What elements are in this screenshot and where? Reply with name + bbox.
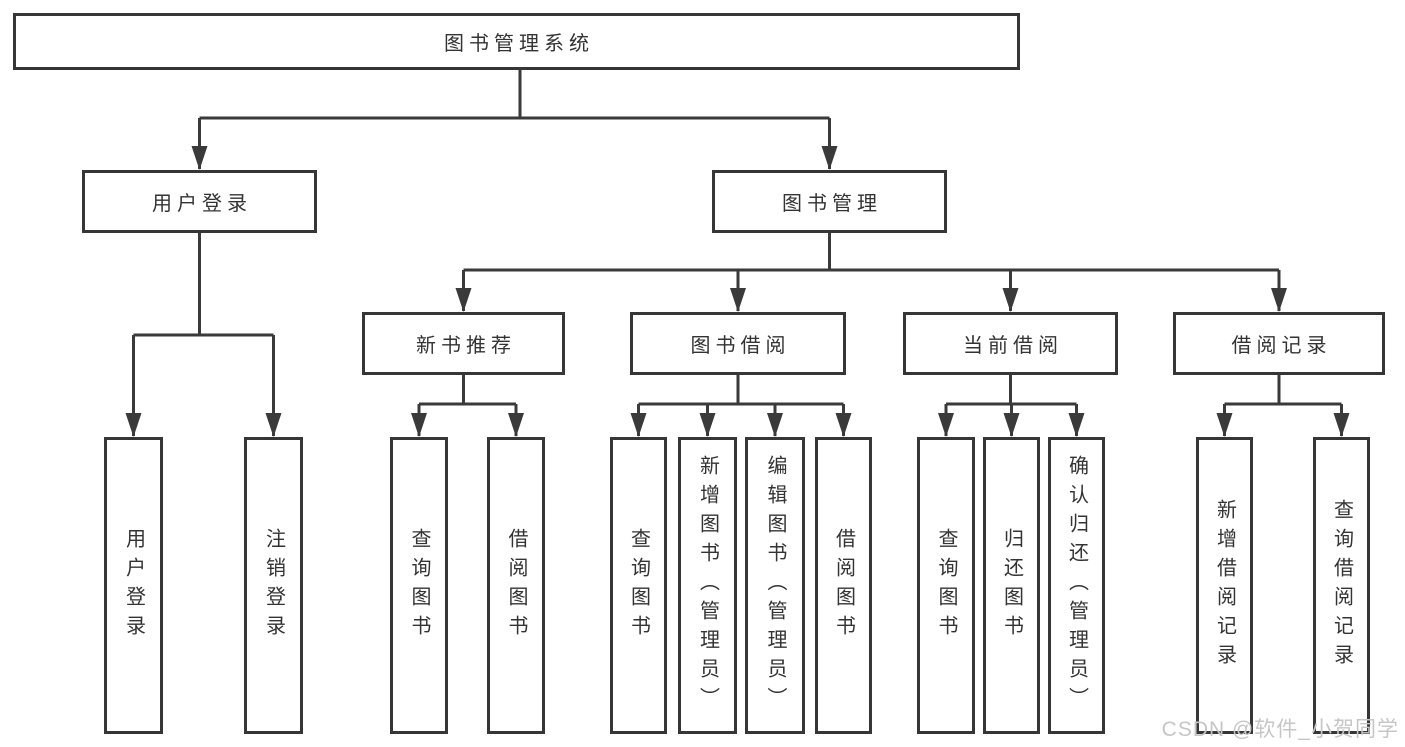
node-edit-book-admin: 编辑图书（管理员） [745, 437, 805, 734]
node-label: 查询图书 [935, 527, 957, 644]
node-query-books-borrowing: 查询图书 [610, 437, 667, 734]
node-borrow-books: 借阅图书 [815, 437, 872, 734]
node-new-book-recommendation: 新书推荐 [362, 312, 565, 375]
node-label: 借阅图书 [832, 527, 855, 644]
node-query-borrow-record: 查询借阅记录 [1313, 437, 1370, 734]
node-query-books-current: 查询图书 [917, 437, 975, 734]
connector-new-book-subtree [419, 375, 516, 406]
node-label: 查询借阅记录 [1330, 498, 1353, 673]
node-borrowing-records: 借阅记录 [1173, 312, 1385, 375]
arrow-drops [125, 118, 1350, 437]
node-label: 借阅记录 [1231, 335, 1332, 357]
node-label: 新增图书（管理员） [696, 455, 719, 716]
node-logout-leaf: 注销登录 [244, 437, 303, 734]
node-label: 编辑图书（管理员） [764, 455, 786, 716]
node-label: 图书借阅 [690, 335, 791, 357]
node-book-management: 图书管理 [712, 170, 947, 233]
node-label: 当前借阅 [963, 335, 1063, 357]
node-borrow-books-recommend: 借阅图书 [487, 437, 545, 734]
node-label: 图书管理 [782, 193, 882, 215]
node-label: 用户登录 [152, 193, 252, 215]
node-label: 图书管理系统 [444, 33, 594, 55]
node-label: 归还图书 [1000, 527, 1023, 644]
node-library-management-system: 图书管理系统 [13, 13, 1020, 70]
node-current-borrowing: 当前借阅 [903, 312, 1118, 375]
node-add-book-admin: 新增图书（管理员） [678, 437, 737, 734]
node-user-login-leaf: 用户登录 [104, 437, 163, 734]
node-confirm-return-admin: 确认归还（管理员） [1048, 437, 1105, 734]
node-query-books-recommend: 查询图书 [390, 437, 448, 734]
node-label: 用户登录 [122, 527, 145, 644]
node-add-borrow-record: 新增借阅记录 [1196, 437, 1253, 734]
connector-records-subtree [1224, 375, 1342, 406]
node-label: 查询图书 [408, 527, 430, 644]
connector-user-login-subtree [133, 233, 274, 337]
node-label: 新书推荐 [416, 335, 516, 357]
watermark: CSDN @软件_小贺同学 [1161, 718, 1399, 741]
node-label: 借阅图书 [505, 527, 527, 644]
node-book-borrowing: 图书借阅 [630, 312, 846, 375]
node-label: 新增借阅记录 [1213, 498, 1236, 673]
node-user-login: 用户登录 [82, 170, 317, 233]
node-return-books: 归还图书 [983, 437, 1040, 734]
connector-root-stem [199, 70, 830, 120]
connector-borrowing-subtree [638, 375, 844, 406]
node-label: 确认归还（管理员） [1065, 455, 1088, 716]
connector-current-subtree [946, 375, 1077, 406]
node-label: 注销登录 [262, 527, 285, 644]
connector-book-mgmt-subtree [463, 233, 1279, 272]
node-label: 查询图书 [627, 527, 650, 644]
